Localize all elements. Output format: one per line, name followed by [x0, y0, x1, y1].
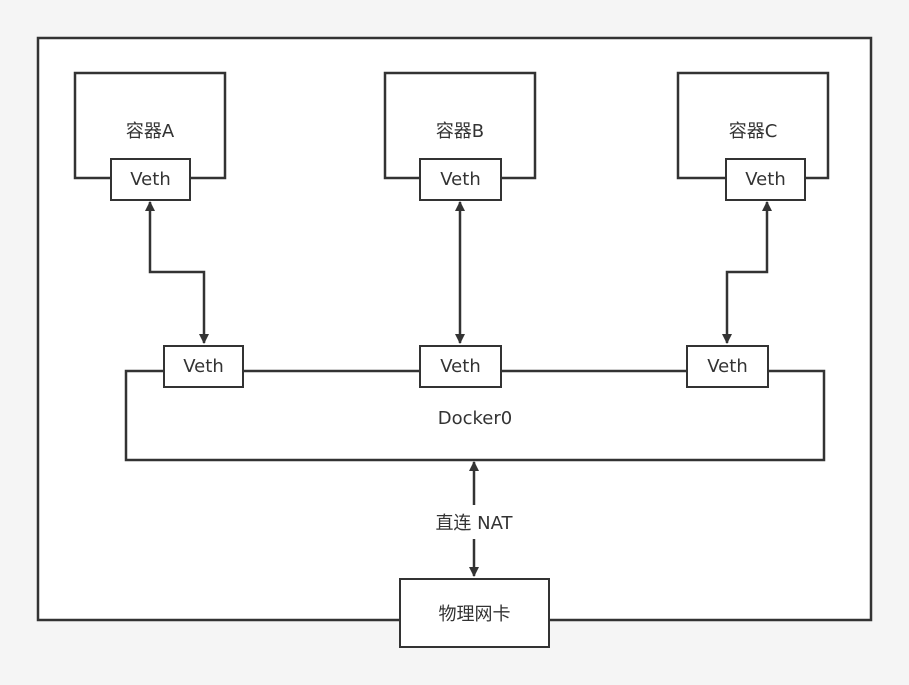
container-c-label: 容器C — [728, 121, 778, 142]
container-outline-a — [73, 71, 227, 180]
bridge-outline — [124, 369, 826, 462]
bridge-veth-3: Veth — [686, 345, 769, 388]
physical-nic: 物理网卡 — [399, 578, 550, 648]
container-a-label: 容器A — [125, 121, 175, 142]
container-outline-c — [676, 71, 830, 180]
container-b-veth: Veth — [419, 158, 502, 201]
bridge-veth-1: Veth — [163, 345, 244, 388]
connector-a — [145, 201, 209, 344]
container-b-label: 容器B — [435, 121, 485, 142]
bridge-label: Docker0 — [437, 407, 513, 429]
connector-c — [722, 201, 772, 344]
bridge-veth-2: Veth — [419, 345, 502, 388]
nat-link-label: 直连 NAT — [435, 513, 513, 534]
container-c-veth: Veth — [725, 158, 806, 201]
container-a-veth: Veth — [110, 158, 191, 201]
container-outline-b — [383, 71, 537, 180]
